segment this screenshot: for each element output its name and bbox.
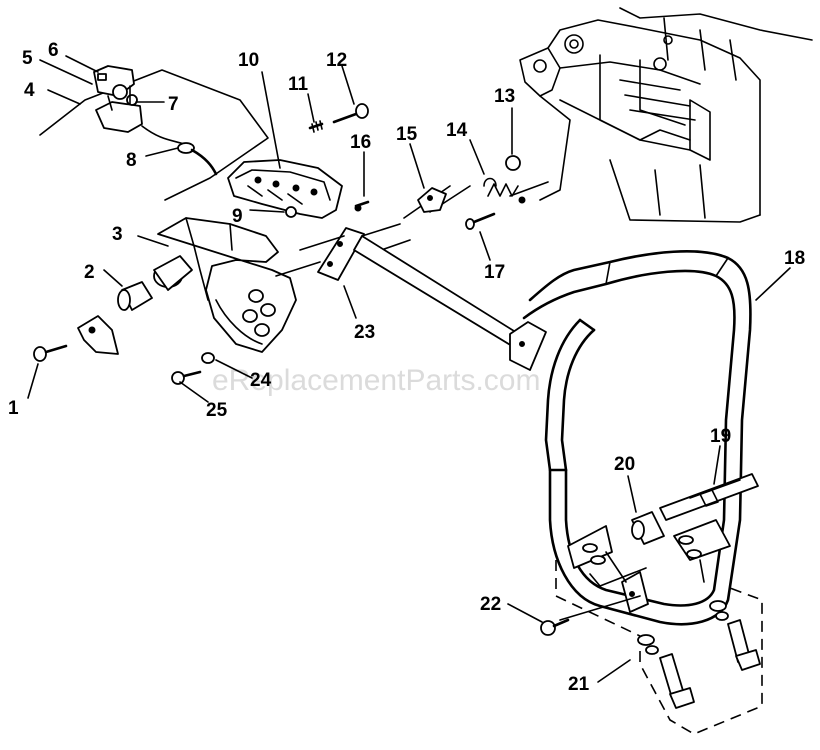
callout-20: 20 bbox=[614, 454, 635, 475]
watermark-text: eReplacementParts.com bbox=[212, 364, 540, 397]
engine-frame-fragment bbox=[519, 7, 813, 223]
callout-1: 1 bbox=[8, 398, 19, 419]
bolt-part-12 bbox=[332, 103, 369, 124]
handle-sleeve-part bbox=[631, 511, 665, 545]
mount-bracket-left bbox=[77, 315, 119, 355]
screw-part-11 bbox=[308, 120, 324, 133]
callout-13: 13 bbox=[494, 86, 515, 107]
callout-leaders bbox=[27, 55, 791, 683]
callout-7: 7 bbox=[168, 94, 179, 115]
callout-17: 17 bbox=[484, 262, 505, 283]
hardware-bolts bbox=[637, 600, 761, 709]
handle-bar-part bbox=[522, 250, 752, 626]
callout-labels: 1 2 3 4 5 6 7 8 9 10 11 12 13 14 15 16 1… bbox=[8, 40, 805, 695]
callout-16: 16 bbox=[350, 132, 371, 153]
clip-part-15 bbox=[417, 187, 447, 213]
callout-3: 3 bbox=[112, 224, 123, 245]
bolt-part-17 bbox=[465, 212, 496, 230]
cable-part bbox=[141, 125, 218, 176]
callout-15: 15 bbox=[396, 124, 418, 145]
callout-10: 10 bbox=[238, 50, 259, 71]
shift-handle-rod bbox=[659, 473, 759, 521]
spring-part-14 bbox=[483, 177, 526, 204]
nut-part-9 bbox=[285, 206, 297, 218]
mount-plate-part bbox=[317, 227, 365, 281]
callout-21: 21 bbox=[568, 674, 590, 695]
latch-assembly bbox=[93, 65, 143, 133]
handle-cover-part bbox=[227, 159, 343, 219]
callout-5: 5 bbox=[22, 48, 33, 69]
washer-part-13 bbox=[505, 155, 521, 171]
callout-8: 8 bbox=[126, 150, 137, 171]
screw-part-22 bbox=[540, 618, 570, 636]
callout-12: 12 bbox=[326, 50, 347, 71]
hardware-group-outline bbox=[555, 560, 763, 735]
callout-2: 2 bbox=[84, 262, 95, 283]
callout-4: 4 bbox=[24, 80, 35, 101]
grip-sleeve-part bbox=[117, 281, 153, 311]
lower-bracket-assembly bbox=[559, 519, 731, 621]
handle-body-part bbox=[153, 217, 297, 353]
screw-part-25 bbox=[171, 370, 202, 385]
callout-22: 22 bbox=[480, 594, 501, 615]
screw-part-16 bbox=[354, 200, 370, 212]
callout-6: 6 bbox=[48, 40, 59, 61]
callout-14: 14 bbox=[446, 120, 468, 141]
callout-9: 9 bbox=[232, 206, 243, 227]
callout-11: 11 bbox=[288, 74, 309, 95]
callout-24: 24 bbox=[250, 370, 272, 391]
callout-18: 18 bbox=[784, 248, 805, 269]
callout-19: 19 bbox=[710, 426, 731, 447]
callout-23: 23 bbox=[354, 322, 375, 343]
group-outline-upper-left bbox=[39, 69, 269, 201]
callout-25: 25 bbox=[206, 400, 228, 421]
bolt-part-1 bbox=[33, 344, 68, 362]
washer-part-24 bbox=[201, 352, 215, 364]
shift-rod bbox=[353, 235, 547, 371]
